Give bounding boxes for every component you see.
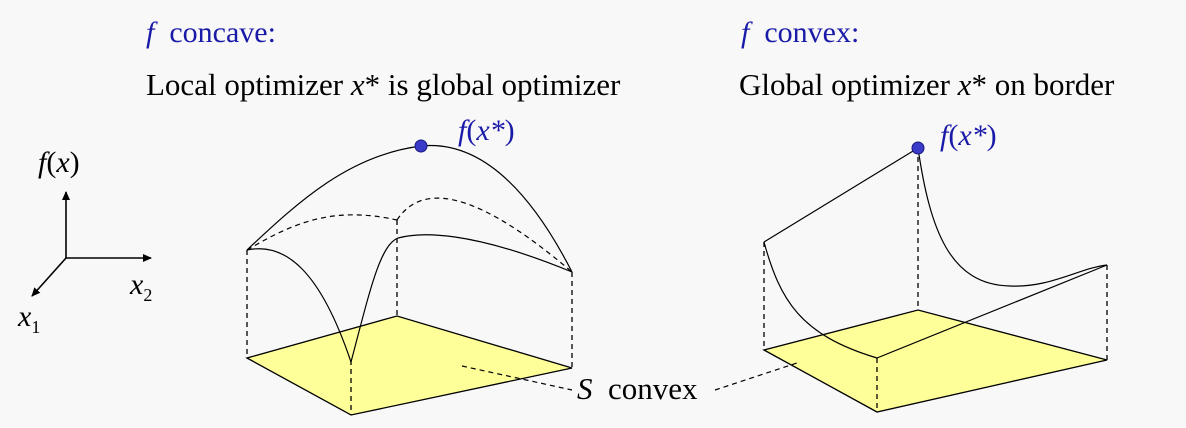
axis-fx-f: f xyxy=(38,146,47,179)
left-point-var: x* xyxy=(476,114,505,147)
concave-back-right-edge xyxy=(396,197,573,273)
left-heading: f concave: xyxy=(146,18,276,48)
left-heading-f: f xyxy=(146,16,155,49)
concave-front-left-edge xyxy=(246,248,352,363)
coordinate-axes xyxy=(31,191,152,297)
right-description: Global optimizer x* on border xyxy=(739,69,1114,100)
left-point-open: ( xyxy=(466,114,477,147)
convex-domain-S xyxy=(762,309,1108,413)
convex-left-top-edge xyxy=(763,147,919,243)
right-heading-text: convex: xyxy=(764,16,860,49)
right-heading-f: f xyxy=(741,16,750,49)
left-description: Local optimizer x* is global optimizer xyxy=(146,69,620,100)
right-description-star: * xyxy=(971,67,987,102)
concave-back-left-edge xyxy=(246,214,398,251)
right-description-prefix: Global optimizer xyxy=(739,67,950,102)
set-label-text: convex xyxy=(608,371,698,406)
right-point-close: ) xyxy=(986,119,997,152)
axis-x1-sub: 1 xyxy=(31,317,41,337)
axis-x2-var: x xyxy=(130,268,144,301)
left-description-star: * xyxy=(364,67,381,102)
right-point-label: f(x*) xyxy=(940,121,997,151)
left-point-label: f(x*) xyxy=(458,116,515,146)
axis-label-fx: f(x) xyxy=(38,148,80,178)
right-description-var: x xyxy=(957,67,972,102)
right-heading: f convex: xyxy=(741,18,859,48)
convex-surface-edges xyxy=(763,147,1108,359)
axis-x1 xyxy=(31,257,67,297)
set-label-var: S xyxy=(577,371,593,406)
set-leader-lines xyxy=(461,361,801,391)
concave-front-right-edge xyxy=(350,234,573,363)
left-heading-text: concave: xyxy=(169,16,276,49)
concave-domain-S xyxy=(245,315,573,416)
convex-left-curve xyxy=(763,241,878,359)
concave-top-arc xyxy=(246,144,573,273)
right-point-var: x* xyxy=(958,119,987,152)
axis-label-x1: x1 xyxy=(18,300,41,337)
concave-optimum-point xyxy=(414,139,428,153)
convex-right-curve xyxy=(917,147,1108,287)
set-label: S convex xyxy=(577,373,698,404)
convex-front-edge xyxy=(876,264,1108,359)
axis-x2-sub: 2 xyxy=(143,285,153,305)
right-point-f: f xyxy=(940,119,949,152)
right-point-open: ( xyxy=(948,119,959,152)
concave-back-curves xyxy=(246,197,573,273)
left-description-var: x xyxy=(350,67,365,102)
left-point-close: ) xyxy=(504,114,515,147)
axis-label-x2: x2 xyxy=(130,268,153,305)
convex-optimum-point xyxy=(911,141,925,155)
convex-box-edges xyxy=(763,148,1108,412)
right-description-suffix: on border xyxy=(994,67,1115,102)
axis-x1-var: x xyxy=(18,300,32,333)
left-description-suffix: is global optimizer xyxy=(387,67,621,102)
left-description-prefix: Local optimizer xyxy=(146,67,344,102)
axis-fx-var: x xyxy=(56,146,70,179)
concave-box-edges xyxy=(246,220,573,415)
axis-fx-open: ( xyxy=(46,146,57,179)
left-point-f: f xyxy=(458,114,467,147)
axis-fx-close: ) xyxy=(69,146,80,179)
